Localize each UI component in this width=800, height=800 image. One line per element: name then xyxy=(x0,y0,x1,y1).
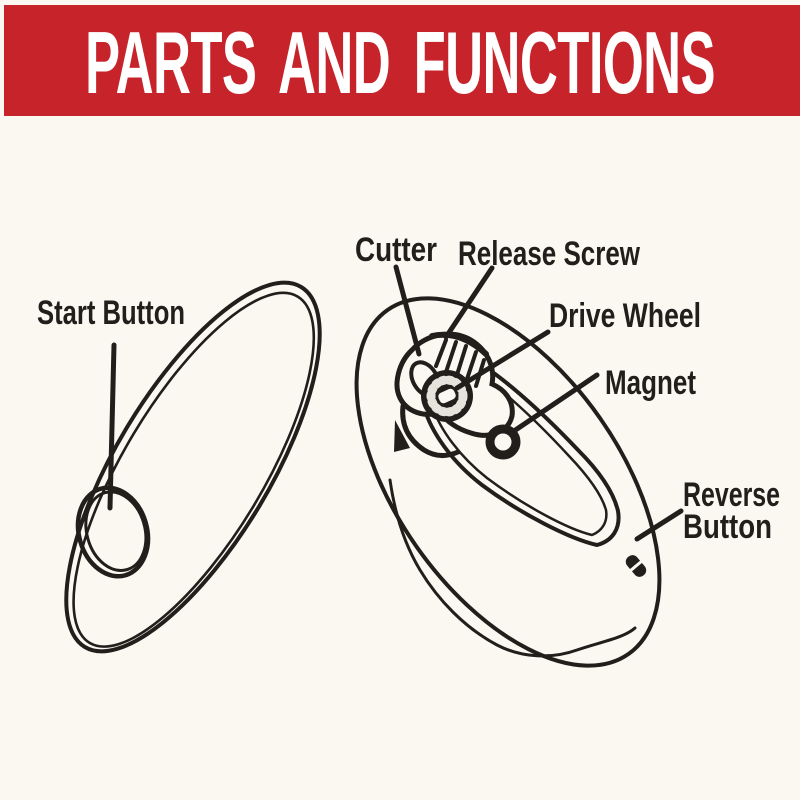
left-body-inner-outline xyxy=(72,291,316,648)
opener-top-view xyxy=(64,280,322,654)
magnet-leader-line xyxy=(511,372,600,434)
drive-wheel-gear xyxy=(421,370,473,422)
magnet-label: Magnet xyxy=(605,364,696,402)
reverse-button-label-line1: Reverse xyxy=(683,476,780,514)
left-body-outer-outline xyxy=(64,280,322,654)
leader-lines xyxy=(107,264,684,542)
cutter-top-band xyxy=(429,331,489,357)
start-button-inner-ring xyxy=(84,490,148,572)
reverse-button-label-line2: Button xyxy=(683,508,772,546)
part-labels: Start Button Cutter Release Screw Drive … xyxy=(37,231,780,546)
start-button-leader-line xyxy=(107,342,117,511)
right-body-rim-line xyxy=(388,478,637,658)
housing-wedge xyxy=(394,420,410,452)
release-screw-leader-line xyxy=(443,265,495,340)
start-button-label: Start Button xyxy=(37,294,185,332)
right-body-outer-outline xyxy=(354,296,662,668)
page-title: PARTS AND FUNCTIONS xyxy=(85,13,715,112)
housing-lower-curve xyxy=(400,403,461,458)
drive-wheel-leader-line xyxy=(454,329,551,391)
drive-wheel-label: Drive Wheel xyxy=(549,297,701,335)
reverse-button-leader-line xyxy=(634,508,684,542)
banner-background xyxy=(4,5,800,116)
magnet-ring xyxy=(485,424,521,460)
start-button-shape xyxy=(75,485,151,579)
reverse-button-shape xyxy=(625,555,647,577)
cutter-leader-line xyxy=(393,264,422,357)
drive-wheel-knurling xyxy=(426,375,468,417)
cutter-label: Cutter xyxy=(355,231,437,269)
release-screw-label: Release Screw xyxy=(458,235,640,273)
drive-wheel-center-hole xyxy=(436,386,458,406)
header-banner: PARTS AND FUNCTIONS xyxy=(4,5,800,116)
